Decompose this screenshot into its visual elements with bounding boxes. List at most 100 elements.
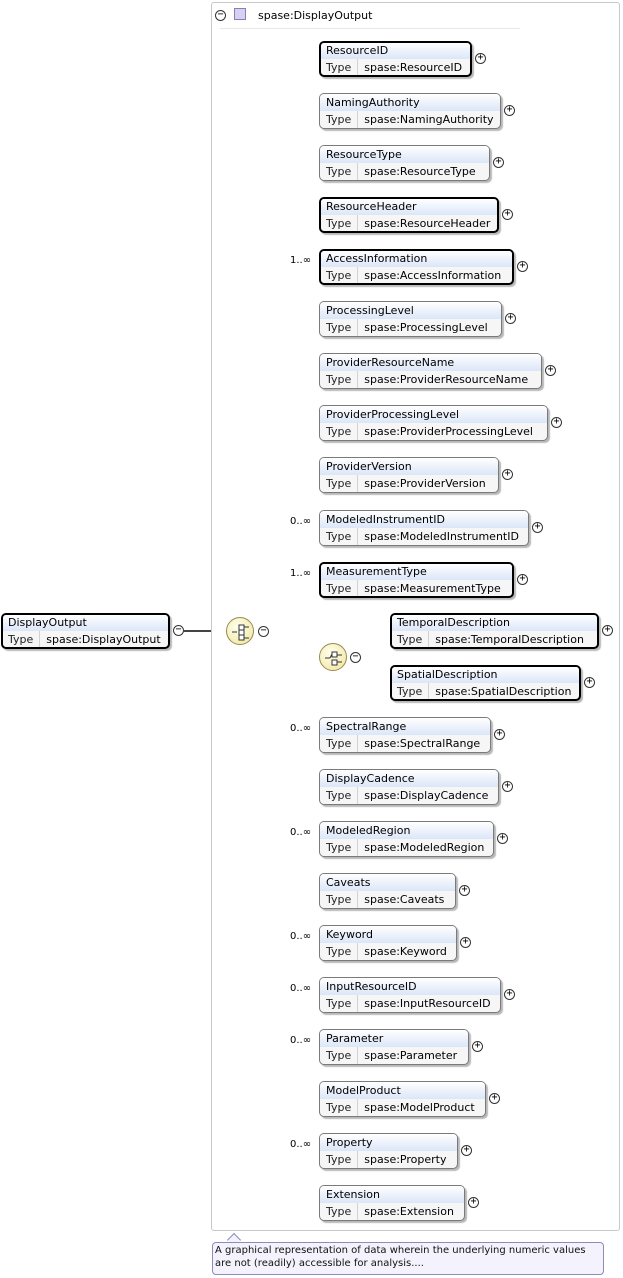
expand-icon[interactable]: +: [489, 1093, 500, 1104]
type-key: Type: [321, 215, 359, 231]
element-name: ProviderVersion: [320, 458, 498, 475]
expand-icon[interactable]: +: [460, 937, 471, 948]
expand-icon[interactable]: +: [472, 1041, 483, 1052]
type-key: Type: [320, 163, 359, 180]
expand-icon[interactable]: +: [505, 313, 516, 324]
type-value: spase:SpatialDescription: [435, 685, 572, 698]
type-value: spase:Caveats: [364, 893, 445, 906]
element-name: ModeledInstrumentID: [320, 511, 528, 528]
collapse-icon[interactable]: −: [350, 652, 361, 663]
expand-icon[interactable]: +: [504, 989, 515, 1000]
element-name: DisplayCadence: [320, 770, 498, 787]
type-key: Type: [321, 580, 359, 596]
element-name: Keyword: [320, 926, 456, 943]
type-value: spase:ModelProduct: [364, 1101, 475, 1114]
expand-icon[interactable]: +: [494, 729, 505, 740]
element-name: ProviderResourceName: [320, 354, 541, 371]
expand-icon[interactable]: +: [475, 53, 486, 64]
element-name: Property: [320, 1134, 457, 1151]
expand-icon[interactable]: +: [461, 1145, 472, 1156]
choice-icon: [319, 643, 347, 671]
type-value: spase:Keyword: [364, 945, 447, 958]
type-key: Type: [320, 1099, 359, 1116]
element-name: ModeledRegion: [320, 822, 493, 839]
type-value: spase:AccessInformation: [364, 269, 502, 282]
annotation-tooltip: A graphical representation of data where…: [212, 1242, 604, 1275]
collapse-icon[interactable]: −: [258, 626, 269, 637]
cardinality-label: 0..∞: [290, 931, 312, 942]
type-key: Type: [320, 475, 359, 492]
expand-icon[interactable]: +: [517, 261, 528, 272]
expand-icon[interactable]: +: [504, 105, 515, 116]
element-name: TemporalDescription: [392, 615, 597, 631]
type-key: Type: [3, 631, 41, 647]
cardinality-label: 1..∞: [290, 255, 312, 266]
element-name: SpatialDescription: [392, 667, 579, 683]
type-key: Type: [321, 267, 359, 283]
type-value: spase:ModeledRegion: [364, 841, 485, 854]
type-key: Type: [320, 1047, 359, 1064]
element-name: Caveats: [320, 874, 455, 891]
expand-icon[interactable]: +: [502, 469, 513, 480]
type-value: spase:ResourceID: [364, 61, 463, 74]
type-key: Type: [320, 528, 359, 545]
expand-icon[interactable]: +: [502, 781, 513, 792]
panel-divider: [220, 28, 520, 29]
expand-icon[interactable]: +: [517, 574, 528, 585]
element-name: Extension: [320, 1186, 464, 1203]
collapse-icon[interactable]: −: [173, 625, 184, 636]
type-key: Type: [320, 1151, 359, 1168]
type-value: spase:DisplayCadence: [364, 789, 489, 802]
expand-icon[interactable]: +: [584, 677, 595, 688]
type-key: Type: [392, 631, 430, 647]
type-key: Type: [320, 839, 359, 856]
element-name: ModelProduct: [320, 1082, 485, 1099]
cardinality-label: 0..∞: [290, 516, 312, 527]
type-key: Type: [321, 59, 359, 75]
type-value: spase:ProviderResourceName: [364, 373, 529, 386]
expand-icon[interactable]: +: [459, 885, 470, 896]
type-key: Type: [320, 1203, 359, 1220]
type-value: spase:ModeledInstrumentID: [364, 530, 519, 543]
cardinality-label: 0..∞: [290, 723, 312, 734]
cardinality-label: 0..∞: [290, 983, 312, 994]
collapse-icon[interactable]: −: [215, 10, 226, 21]
type-value: spase:Extension: [364, 1205, 454, 1218]
element-name: ResourceID: [321, 43, 470, 59]
type-key: Type: [320, 891, 359, 908]
expand-icon[interactable]: +: [497, 833, 508, 844]
root-element-displayoutput[interactable]: DisplayOutput Type spase:DisplayOutput: [1, 613, 170, 649]
expand-icon[interactable]: +: [532, 522, 543, 533]
expand-icon[interactable]: +: [502, 209, 513, 220]
expand-icon[interactable]: +: [493, 157, 504, 168]
expand-icon[interactable]: +: [545, 365, 556, 376]
element-name: ResourceHeader: [321, 199, 497, 215]
expand-icon[interactable]: +: [551, 417, 562, 428]
expand-icon[interactable]: +: [468, 1197, 479, 1208]
type-value: spase:ProviderProcessingLevel: [364, 425, 533, 438]
expand-icon[interactable]: +: [602, 625, 613, 636]
